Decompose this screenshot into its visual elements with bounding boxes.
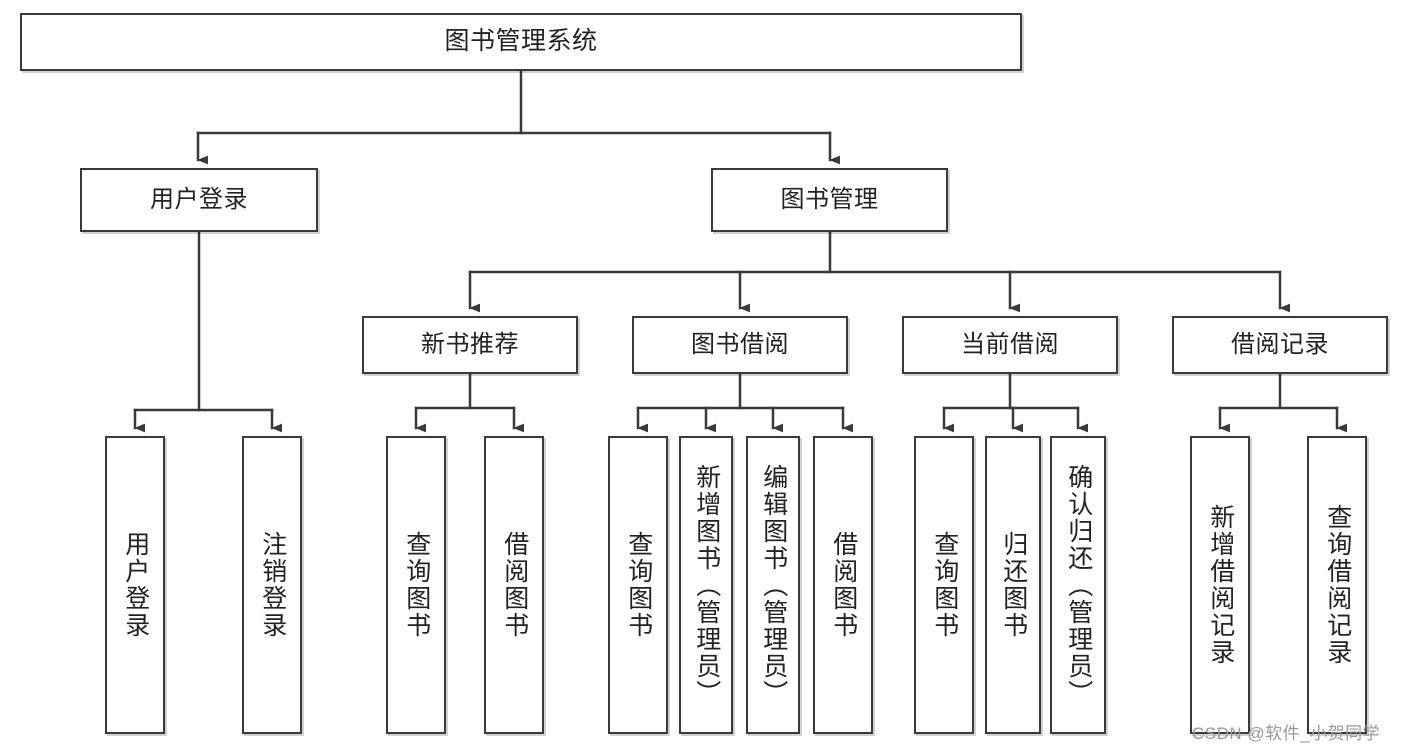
node-leaf-borrow-book-2-label: 借阅图书	[829, 531, 858, 639]
node-leaf-edit-book-label: 编辑图书（管理员）	[759, 463, 788, 707]
node-root[interactable]: 图书管理系统	[20, 13, 1022, 71]
node-leaf-return-book[interactable]: 归还图书	[985, 436, 1041, 734]
node-leaf-user-logout-label: 注销登录	[258, 531, 287, 639]
node-leaf-confirm-return-label: 确认归还（管理员）	[1064, 463, 1093, 707]
node-leaf-add-book-label: 新增图书（管理员）	[692, 463, 721, 707]
node-user-login-label: 用户登录	[150, 185, 248, 213]
node-leaf-query-borrow-record-label: 查询借阅记录	[1323, 504, 1352, 666]
node-leaf-query-book-1-label: 查询图书	[402, 531, 431, 639]
node-leaf-query-book-2[interactable]: 查询图书	[608, 436, 668, 734]
node-leaf-query-book-2-label: 查询图书	[624, 531, 653, 639]
node-book-borrow[interactable]: 图书借阅	[632, 316, 848, 374]
node-leaf-user-login-label: 用户登录	[121, 531, 150, 639]
node-book-borrow-label: 图书借阅	[691, 330, 789, 358]
node-leaf-user-login[interactable]: 用户登录	[105, 436, 165, 734]
watermark-text: CSDN @软件_小贺同学	[1192, 724, 1381, 743]
node-leaf-user-logout[interactable]: 注销登录	[242, 436, 302, 734]
node-leaf-query-book-1[interactable]: 查询图书	[386, 436, 446, 734]
node-leaf-query-book-3-label: 查询图书	[930, 531, 959, 639]
node-user-login[interactable]: 用户登录	[80, 168, 318, 232]
node-leaf-add-borrow-record[interactable]: 新增借阅记录	[1190, 436, 1250, 734]
node-book-manage-label: 图书管理	[780, 185, 879, 213]
node-new-book-recommend-label: 新书推荐	[421, 330, 519, 358]
node-borrow-record-label: 借阅记录	[1231, 330, 1329, 358]
node-leaf-query-book-3[interactable]: 查询图书	[914, 436, 974, 734]
node-leaf-add-book[interactable]: 新增图书（管理员）	[679, 436, 733, 734]
node-book-manage[interactable]: 图书管理	[711, 168, 948, 232]
node-current-borrow-label: 当前借阅	[961, 330, 1059, 358]
node-current-borrow[interactable]: 当前借阅	[902, 316, 1118, 374]
node-root-label: 图书管理系统	[444, 27, 598, 56]
node-leaf-confirm-return[interactable]: 确认归还（管理员）	[1050, 436, 1106, 734]
node-leaf-borrow-book-1-label: 借阅图书	[500, 531, 529, 639]
node-borrow-record[interactable]: 借阅记录	[1172, 316, 1388, 374]
node-leaf-add-borrow-record-label: 新增借阅记录	[1206, 504, 1235, 666]
node-leaf-query-borrow-record[interactable]: 查询借阅记录	[1307, 436, 1367, 734]
node-leaf-borrow-book-2[interactable]: 借阅图书	[813, 436, 873, 734]
node-leaf-return-book-label: 归还图书	[999, 531, 1028, 639]
node-leaf-edit-book[interactable]: 编辑图书（管理员）	[746, 436, 800, 734]
node-new-book-recommend[interactable]: 新书推荐	[362, 316, 578, 374]
node-leaf-borrow-book-1[interactable]: 借阅图书	[484, 436, 544, 734]
